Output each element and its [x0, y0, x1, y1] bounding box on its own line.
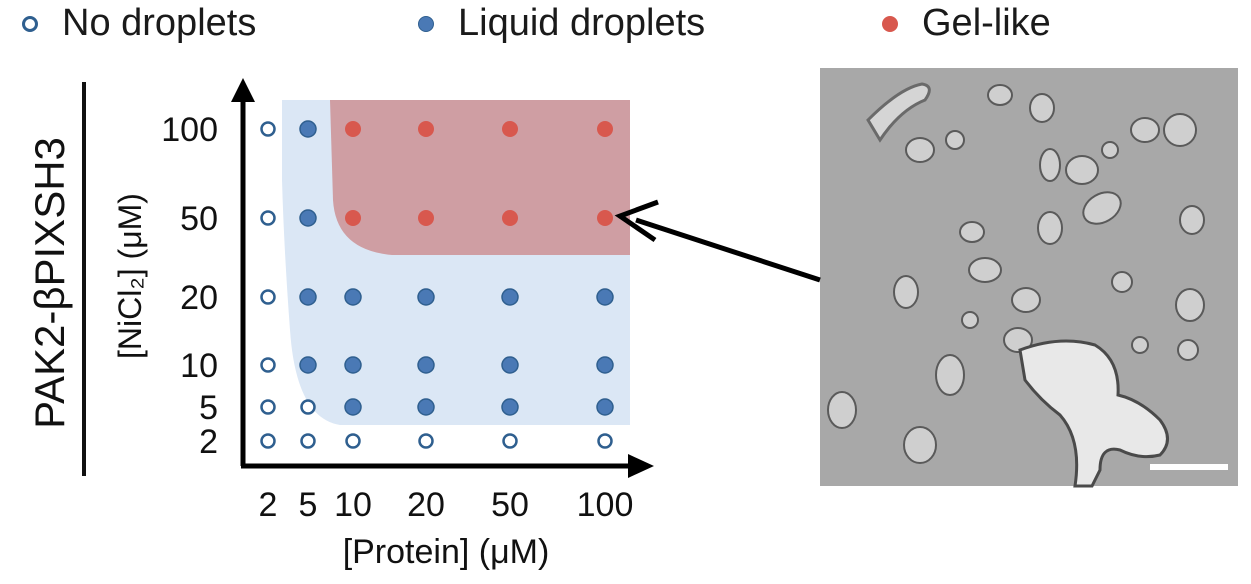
x-axis-arrowhead [628, 454, 654, 478]
point-gel-like [597, 121, 613, 137]
gel-streak [866, 82, 931, 143]
y-axis-arrowhead [231, 78, 255, 102]
point-liquid-droplets [299, 288, 317, 306]
droplets [827, 84, 1205, 464]
legend-item-no-droplets: No droplets [22, 2, 256, 45]
y-tick-labels: 25 10 20 50 100 [161, 111, 218, 461]
point-gel-like [418, 121, 434, 137]
point-gel-like [345, 210, 361, 226]
point-no-droplets [300, 399, 316, 415]
x-tick-label: 20 [407, 486, 445, 524]
y-tick-label: 100 [161, 111, 218, 149]
point-liquid-droplets [417, 398, 435, 416]
x-tick-label: 10 [334, 486, 372, 524]
point-liquid-droplets [417, 356, 435, 374]
pointer-arrow [614, 199, 821, 283]
point-gel-like [597, 210, 613, 226]
y-tick-label: 5 [199, 389, 218, 427]
y-tick-label: 20 [180, 279, 218, 317]
construct-bracket [82, 82, 86, 476]
point-liquid-droplets [344, 288, 362, 306]
legend-label-gel: Gel-like [922, 2, 1051, 44]
gel-region [330, 100, 630, 255]
point-gel-like [502, 210, 518, 226]
micrograph [820, 68, 1238, 488]
axes [231, 78, 654, 478]
y-tick-label: 2 [199, 423, 218, 461]
point-no-droplets [597, 433, 613, 449]
point-no-droplets [260, 433, 276, 449]
x-tick-label: 50 [491, 486, 529, 524]
x-tick-label: 100 [577, 486, 634, 524]
point-no-droplets [260, 121, 276, 137]
point-liquid-droplets [501, 288, 519, 306]
red-dot-icon [882, 15, 898, 32]
point-no-droplets [260, 399, 276, 415]
y-tick-label: 50 [180, 200, 218, 238]
x-tick-label: 5 [299, 486, 318, 524]
point-liquid-droplets [299, 356, 317, 374]
point-liquid-droplets [501, 356, 519, 374]
y-tick-label: 10 [180, 347, 218, 385]
point-gel-like [418, 210, 434, 226]
gel-aggregate [1018, 339, 1169, 488]
point-no-droplets [345, 433, 361, 449]
point-gel-like [502, 121, 518, 137]
x-axis-label: [Protein] (μM) [343, 533, 550, 571]
open-circle-icon [22, 15, 38, 32]
point-no-droplets [260, 289, 276, 305]
legend-item-gel: Gel-like [882, 2, 1051, 45]
blue-dot-icon [418, 15, 434, 32]
point-no-droplets [300, 433, 316, 449]
point-liquid-droplets [417, 288, 435, 306]
point-liquid-droplets [596, 356, 614, 374]
legend-item-liquid: Liquid droplets [418, 2, 705, 45]
point-liquid-droplets [344, 398, 362, 416]
point-gel-like [345, 121, 361, 137]
regions [282, 100, 630, 425]
legend: No droplets Liquid droplets Gel-like [0, 2, 1100, 46]
point-liquid-droplets [596, 398, 614, 416]
x-tick-label: 2 [259, 486, 278, 524]
point-no-droplets [260, 357, 276, 373]
point-no-droplets [418, 433, 434, 449]
point-no-droplets [502, 433, 518, 449]
point-liquid-droplets [299, 120, 317, 138]
legend-label-no-droplets: No droplets [62, 2, 257, 44]
point-no-droplets [260, 210, 276, 226]
point-liquid-droplets [344, 356, 362, 374]
scale-bar [1150, 464, 1228, 470]
point-liquid-droplets [596, 288, 614, 306]
point-liquid-droplets [299, 209, 317, 227]
point-liquid-droplets [501, 398, 519, 416]
legend-label-liquid: Liquid droplets [458, 2, 706, 44]
data-points [260, 120, 614, 449]
